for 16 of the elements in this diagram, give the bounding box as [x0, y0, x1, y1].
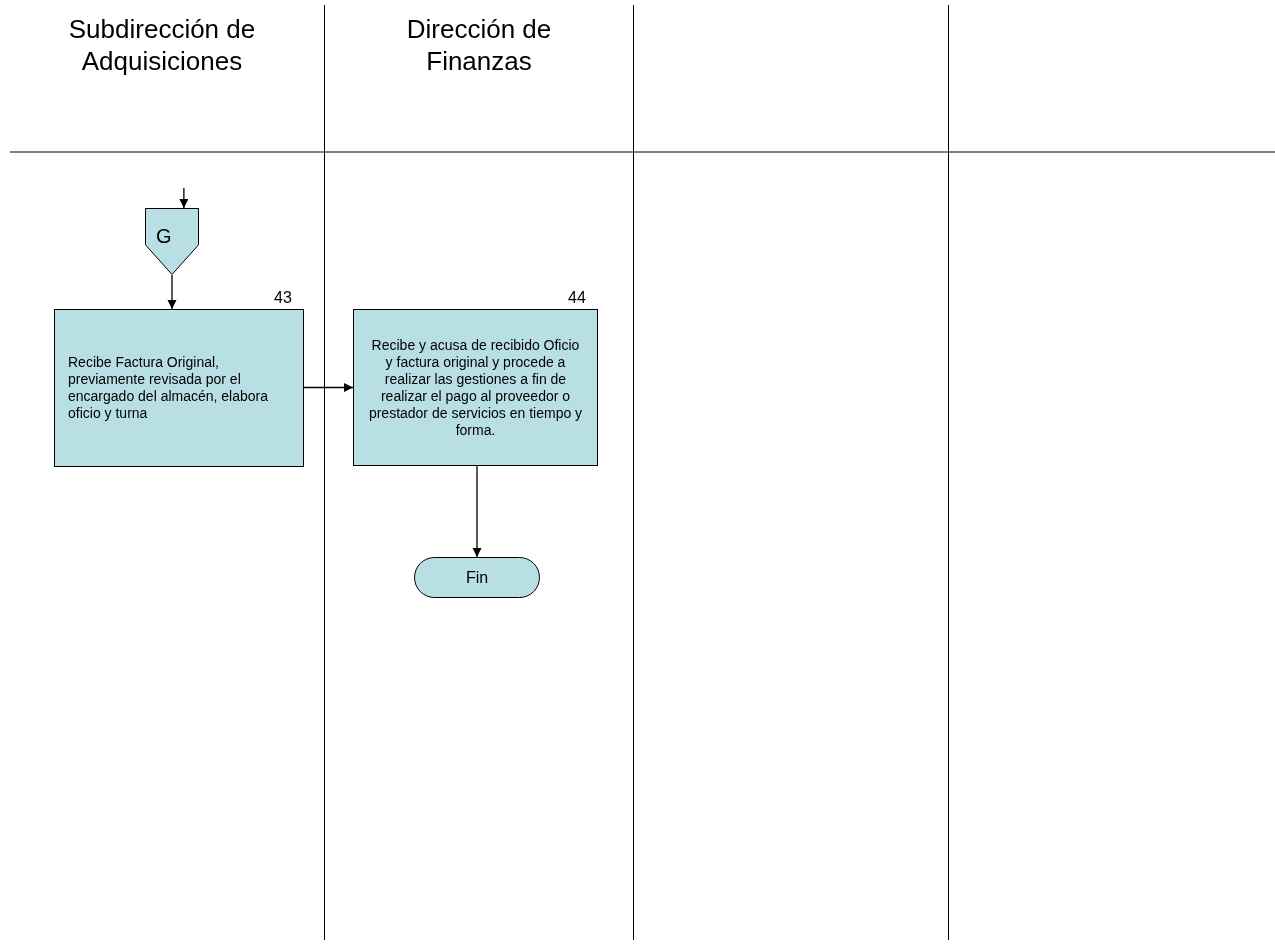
process-box	[353, 309, 598, 466]
terminator-text: Fin	[465, 568, 489, 587]
arrow	[167, 274, 177, 310]
step-number: 44	[568, 289, 586, 307]
lane-header: Dirección de Finanzas	[405, 13, 553, 77]
process-text: Recibe y acusa de recibido Oficio y factura original y procede a realizar las gestiones a fin de realizar el pago al proveedor o prestador de servicios en tiempo y forma.	[367, 336, 584, 439]
arrow	[303, 382, 354, 393]
connector-letter: G	[156, 225, 172, 248]
off-page-connector	[145, 208, 199, 275]
arrow	[179, 187, 189, 209]
terminator	[414, 557, 540, 598]
process-text: Recibe Factura Original, previamente revisada por el encargado del almacén, elabora oficio y turna	[67, 354, 270, 422]
arrow	[472, 465, 482, 558]
step-number: 43	[274, 289, 292, 307]
process-box	[54, 309, 304, 467]
lane-header: Subdirección de Adquisiciones	[67, 13, 257, 77]
